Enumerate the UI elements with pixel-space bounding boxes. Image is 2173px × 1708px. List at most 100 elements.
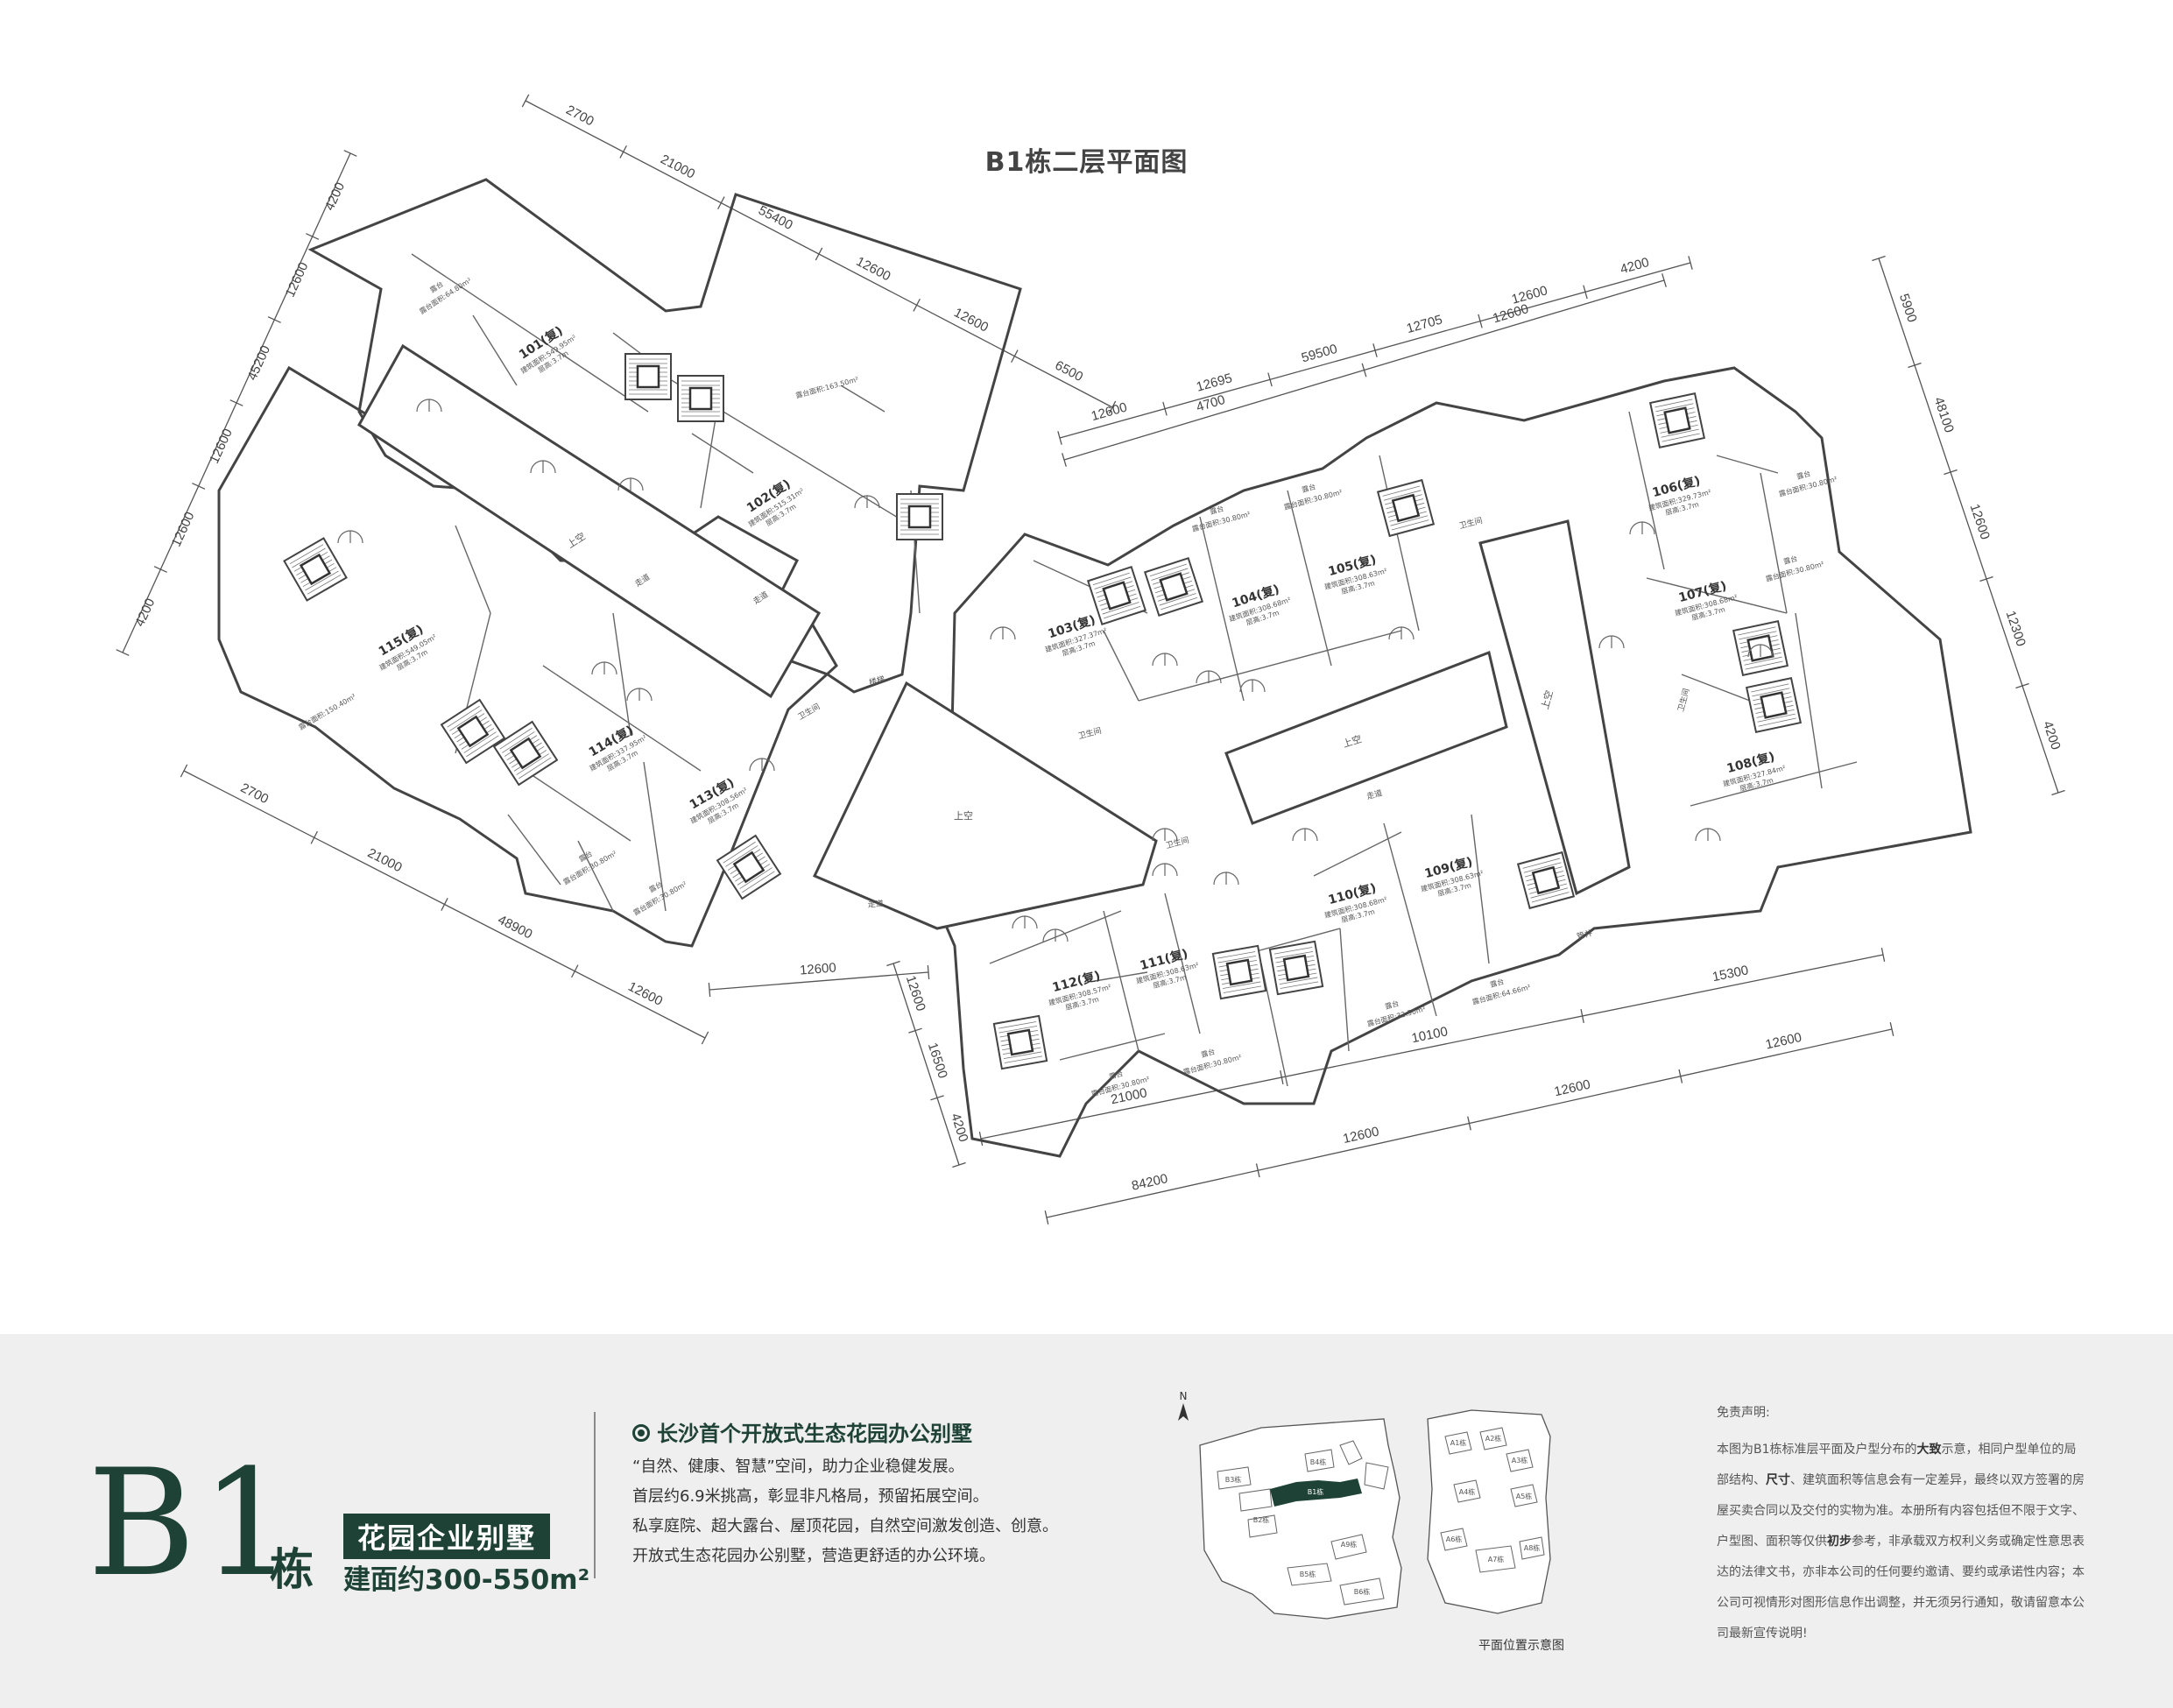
stair-core: [492, 720, 559, 787]
door-swing: [1641, 521, 1655, 535]
dimension-tick: [1889, 1022, 1894, 1036]
dimension-label: 84200: [1130, 1171, 1168, 1194]
stair-core: [896, 493, 943, 540]
dimension-lines: [116, 94, 2065, 1225]
door-swing: [1152, 828, 1166, 842]
dimension-tick: [701, 1031, 709, 1045]
north-label: N: [1180, 1390, 1188, 1402]
dimension-tick: [908, 1027, 922, 1034]
dimension-label: 2700: [238, 780, 271, 807]
dimension-tick: [930, 1095, 944, 1101]
dimension-tick: [180, 764, 188, 778]
stair-core: [1745, 676, 1803, 734]
partition: [1243, 928, 1341, 956]
partition: [1164, 893, 1201, 1034]
space-label: 走道: [867, 898, 884, 910]
disclaimer-title: 免责声明:: [1717, 1406, 1770, 1420]
terrace-label: 露台: [1489, 977, 1505, 989]
dimension-tick: [267, 316, 281, 323]
dimension-tick: [1661, 273, 1667, 287]
stair-core: [716, 834, 782, 900]
dimension-label: 12600: [625, 979, 665, 1009]
partition: [1260, 963, 1288, 1087]
terrace-label: 露台: [1782, 554, 1798, 566]
door-swing: [1611, 635, 1625, 649]
door-swing: [1012, 915, 1026, 929]
door-swing: [617, 477, 631, 491]
dimension-label: 4200: [948, 1112, 971, 1144]
dimension-tick: [1872, 255, 1886, 262]
void-label: 上空: [1539, 689, 1556, 711]
feature-title-text: 长沙首个开放式生态花园办公别墅: [657, 1422, 972, 1446]
block-label: A8栋: [1524, 1543, 1541, 1552]
dimension-label: 16500: [925, 1041, 950, 1080]
partition: [1059, 1033, 1166, 1061]
partition: [1628, 411, 1665, 570]
stair-core: [624, 353, 672, 400]
door-swing: [1760, 644, 1774, 658]
dimension-label: 12600: [1764, 1030, 1803, 1053]
dimension-tick: [1162, 401, 1168, 416]
stair-core: [1211, 944, 1267, 1000]
door-swing: [603, 661, 617, 675]
dimension-label: 12300: [2003, 609, 2028, 648]
doors: [337, 399, 1774, 942]
dimension-label: 4700: [1195, 392, 1227, 415]
dimension-tick: [521, 94, 530, 108]
dimension-tick: [1361, 363, 1367, 378]
void-outline: [357, 343, 822, 699]
partition: [577, 840, 614, 912]
space-label: 管井: [1576, 928, 1594, 942]
door-swing: [349, 530, 363, 544]
dimension-tick: [1678, 1069, 1683, 1083]
dimension-label: 45200: [244, 343, 273, 383]
space-label: 卫生间: [1165, 835, 1190, 851]
outer-wall: [927, 366, 1972, 1158]
bullet-icon: [632, 1424, 650, 1442]
dimension-label: 15300: [1711, 963, 1749, 985]
door-swing: [1002, 626, 1016, 640]
void-label: 上空: [954, 809, 973, 822]
dimension-tick: [1108, 400, 1117, 414]
partition: [1471, 814, 1490, 964]
terrace-label: 露台: [1796, 469, 1811, 481]
partition: [507, 814, 561, 886]
partition: [1339, 928, 1350, 1052]
door-swing: [1239, 679, 1253, 693]
door-swing: [1024, 915, 1038, 929]
partition: [411, 253, 649, 413]
door-swing: [1304, 828, 1318, 842]
door-swing: [1747, 644, 1761, 658]
interior-walls: [411, 253, 1858, 1087]
partition: [1094, 971, 1148, 982]
building-tag: 花园企业别墅: [343, 1514, 551, 1559]
block-label: B2栋: [1253, 1515, 1270, 1524]
dimension-tick: [1979, 575, 1993, 582]
space-label: 卫生间: [796, 701, 822, 722]
block-label: B1栋: [1308, 1487, 1324, 1496]
partition: [1103, 910, 1139, 1052]
door-swing: [1292, 828, 1306, 842]
dimension-tick: [310, 830, 318, 844]
terrace-label: 露台: [577, 849, 594, 864]
dimension-line: [709, 971, 929, 991]
dimension-tick: [1255, 1163, 1260, 1178]
block-label: A4栋: [1459, 1487, 1476, 1496]
outer-wall: [307, 178, 1022, 694]
dimension-tick: [1062, 453, 1067, 467]
block-label: A9栋: [1341, 1540, 1358, 1549]
dimension-label: 12600: [1553, 1077, 1591, 1100]
stair-core: [1268, 940, 1324, 996]
dimension-tick: [116, 649, 130, 656]
stair-core: [283, 537, 348, 602]
dimension-label: 21000: [365, 845, 405, 875]
door-swing: [1042, 928, 1056, 942]
dimension-tick: [2051, 789, 2065, 796]
